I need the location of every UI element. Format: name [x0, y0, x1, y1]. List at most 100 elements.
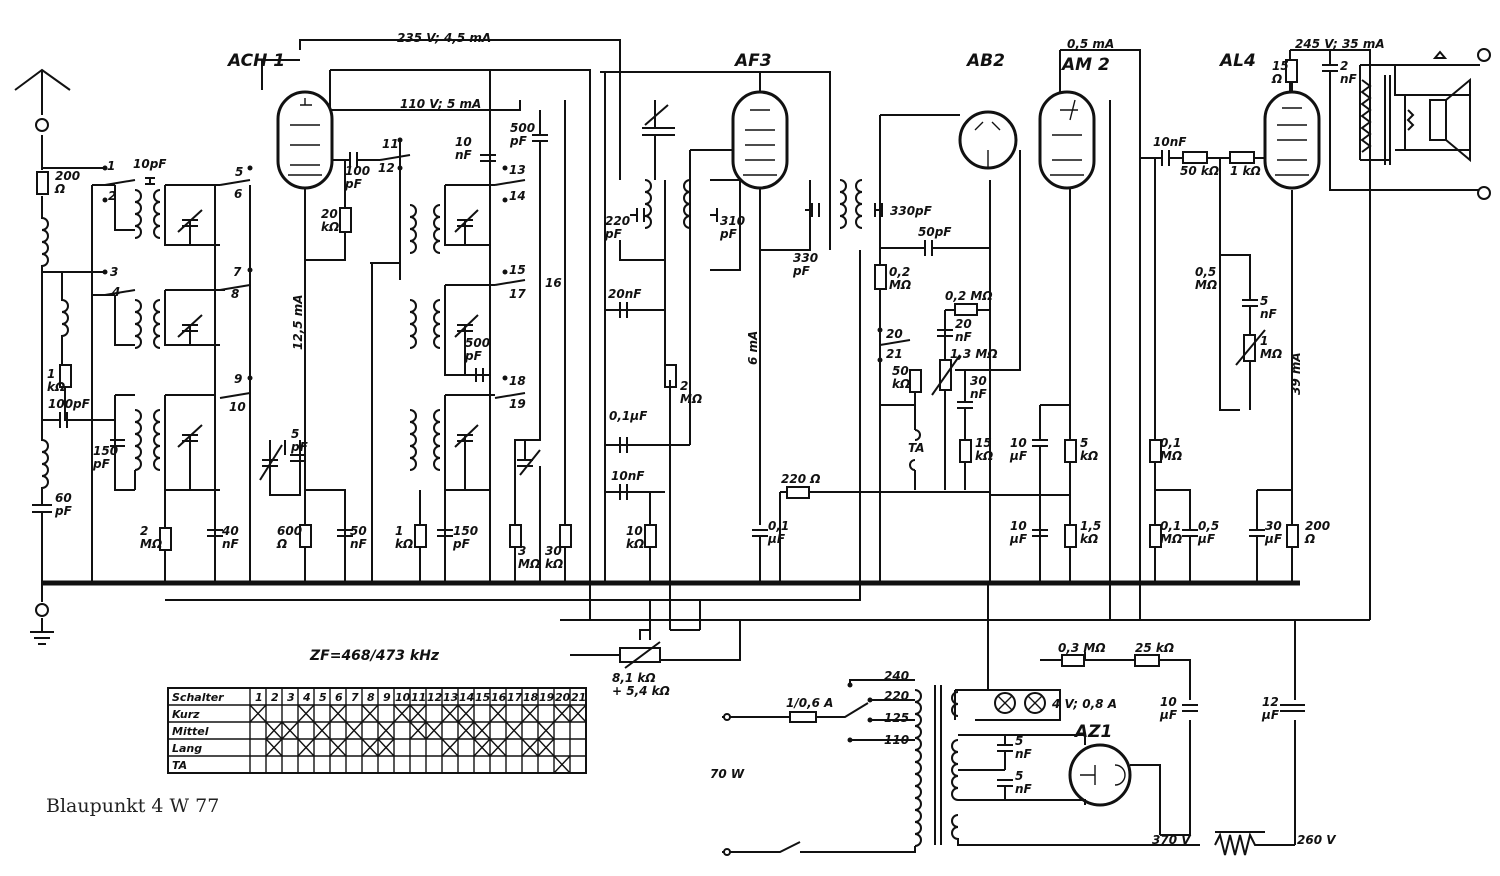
switch-contact-1: 1: [107, 159, 115, 173]
switch-table-cross: [553, 755, 571, 774]
switch-table-cross: [473, 721, 491, 740]
current-39ma: 39 mA: [1289, 352, 1303, 395]
switch-table-col-15: 15: [475, 691, 491, 704]
switch-table-row-label: Kurz: [172, 708, 200, 721]
switch-table-col-16: 16: [491, 691, 507, 704]
power-label: 70 W: [710, 767, 745, 781]
switch-table-row-label: Mittel: [172, 725, 209, 738]
switch-table-cross: [537, 721, 555, 740]
tube-ab2: [958, 110, 1018, 170]
power-supply: [722, 652, 1305, 856]
switch-table-cross: [313, 721, 331, 740]
tube-label-al4: AL4: [1218, 51, 1256, 71]
caption: Blaupunkt 4 W 77: [46, 795, 219, 817]
switch-table-cross: [281, 721, 299, 740]
rail-260v: 260 V: [1297, 833, 1337, 847]
switch-table-cross: [441, 704, 459, 723]
switch-table-cross: [265, 738, 283, 757]
switch-table-cross: [409, 704, 427, 723]
switch-table-col-10: 10: [395, 691, 411, 704]
tube-al4: [1263, 90, 1321, 190]
supply-rails: [165, 39, 1371, 845]
ach1-section: [249, 70, 380, 583]
switch-table-col-4: 4: [302, 691, 311, 704]
switch-contact-17: 17: [509, 287, 526, 301]
switch-contact-2: 2: [108, 189, 116, 203]
switch-table-cross: [377, 721, 395, 740]
switch-table-cross: [361, 738, 379, 757]
tube-af3: [731, 90, 789, 190]
switch-table-cross: [329, 704, 347, 723]
switch-table-col-18: 18: [523, 691, 539, 704]
switch-table-cross: [409, 721, 427, 740]
component-label-c100pf: 100pF: [48, 397, 91, 411]
component-label-c330pf-b: 330pF: [890, 204, 933, 218]
switch-table-cross: [505, 721, 523, 740]
switch-table-cross: [329, 738, 347, 757]
switch-table-col-9: 9: [383, 691, 391, 704]
switch-table-col-5: 5: [319, 691, 327, 704]
wave-switch-contacts: [102, 137, 911, 399]
switch-contact-13: 13: [509, 163, 526, 177]
switch-table-cross: [425, 721, 443, 740]
switch-table-col-14: 14: [459, 691, 474, 704]
switch-table-col-3: 3: [287, 691, 295, 704]
current-125ma: 12,5 mA: [291, 294, 305, 350]
switch-table-cross: [377, 738, 395, 757]
switch-contact-9: 9: [234, 372, 242, 386]
tube-label-am2: AM 2: [1060, 55, 1110, 75]
tube-label-ab2: AB2: [965, 51, 1005, 71]
switch-table-col-21: 21: [571, 691, 586, 704]
component-label-r02m-b: 0,2 MΩ: [945, 289, 993, 303]
switch-table-header: Schalter: [172, 691, 224, 704]
switch-contact-7: 7: [233, 265, 242, 279]
switch-table-row-label: Lang: [172, 742, 202, 755]
switch-contact-19: 19: [509, 397, 526, 411]
rail-245v: 245 V; 35 mA: [1295, 37, 1385, 51]
am2-section: [955, 150, 1077, 583]
switch-table-cross: [249, 704, 267, 723]
component-label-r25k: 25 kΩ: [1135, 641, 1174, 655]
switch-table-col-12: 12: [427, 691, 443, 704]
af3-section: [604, 72, 741, 583]
switch-table-col-13: 13: [443, 691, 459, 704]
switch-contact-6: 6: [234, 187, 242, 201]
switch-table-col-6: 6: [335, 691, 343, 704]
tube-label-ach1: ACH 1: [226, 51, 285, 71]
tap-labels: 240 220 125 110: [884, 669, 909, 747]
switch-table-cross: [473, 738, 491, 757]
switch-table-col-7: 7: [351, 691, 359, 704]
switch-contact-18: 18: [509, 374, 526, 388]
switch-table-cross: [297, 704, 315, 723]
component-label-r220: 220 Ω: [781, 472, 820, 486]
switch-table-frame: [167, 687, 587, 774]
switch-table-cross: [521, 704, 539, 723]
component-label-pot: 8,1 kΩ+ 5,4 kΩ: [612, 671, 670, 698]
switch-contact-11: 11: [382, 137, 399, 151]
rail-05ma: 0,5 mA: [1067, 37, 1114, 51]
switch-contact-12: 12: [378, 161, 395, 175]
switch-contact-16: 16: [545, 276, 562, 290]
component-label-c50pf: 50pF: [918, 225, 952, 239]
switch-table-cross: [457, 721, 475, 740]
